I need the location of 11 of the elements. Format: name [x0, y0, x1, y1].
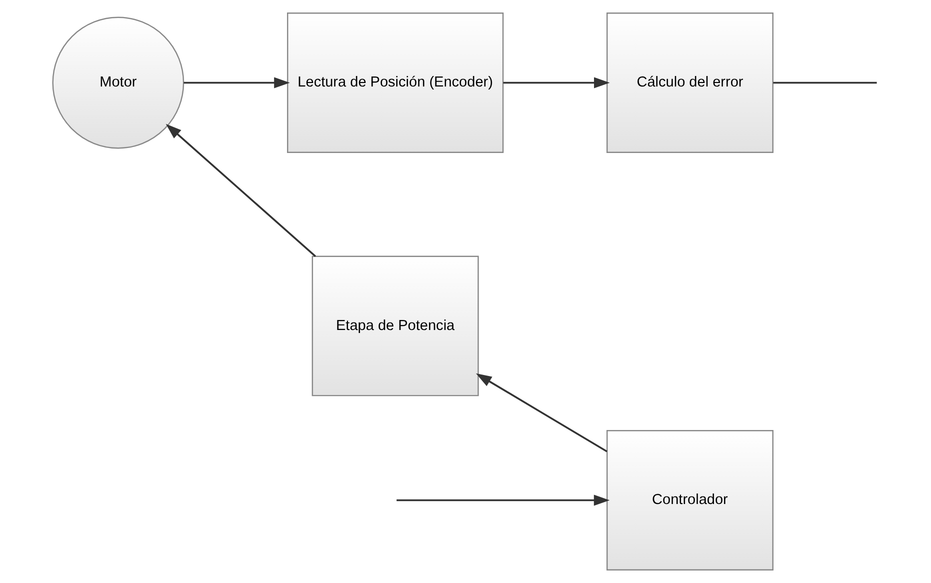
node-circle: Motor — [52, 16, 184, 149]
node-box: Cálculo del error — [606, 12, 774, 153]
arrow — [166, 124, 316, 258]
connector — [773, 82, 877, 84]
arrow — [476, 373, 608, 452]
arrow — [396, 494, 610, 506]
arrow — [184, 77, 290, 88]
node-box: Lectura de Posición (Encoder) — [287, 12, 504, 153]
node-box: Controlador — [606, 430, 774, 570]
arrow — [503, 77, 610, 88]
node-box: Etapa de Potencia — [312, 256, 479, 396]
